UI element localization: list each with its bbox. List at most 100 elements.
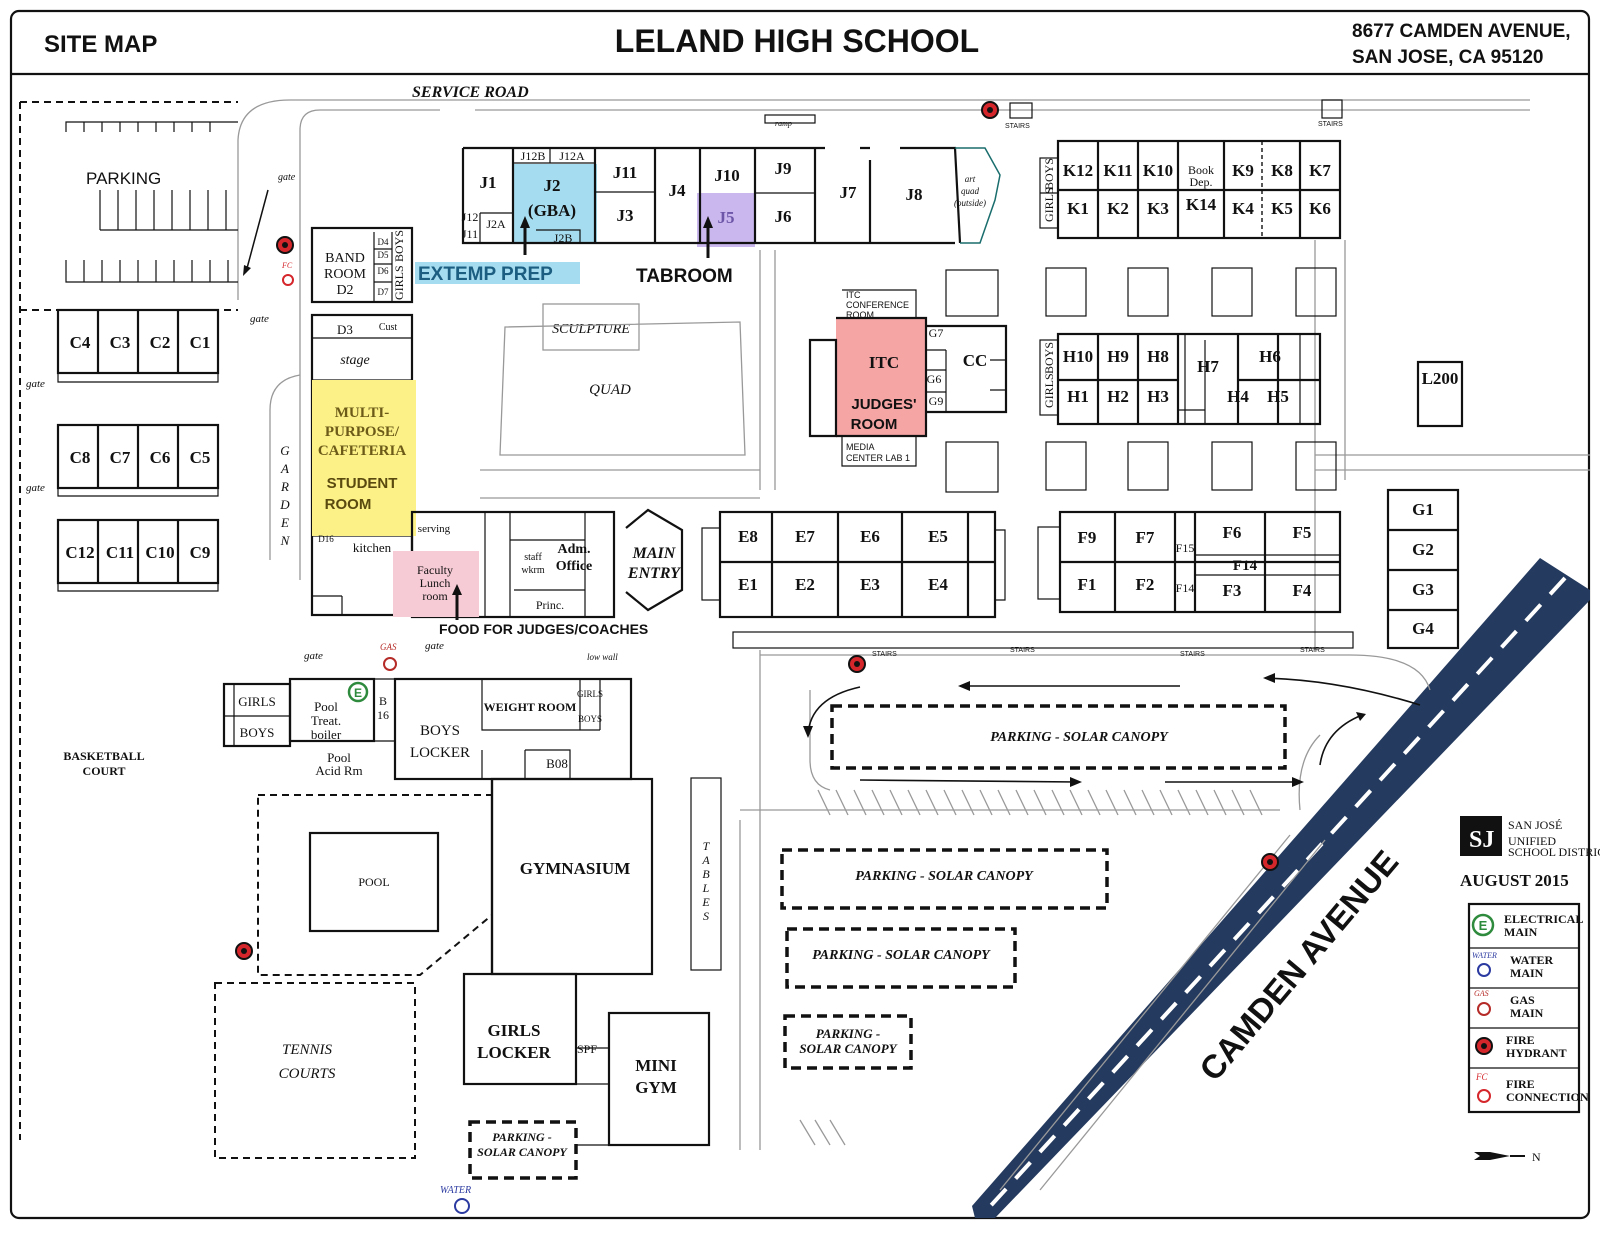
svg-text:N: N [280, 533, 291, 548]
svg-text:E1: E1 [738, 575, 758, 594]
parking-stalls [65, 121, 238, 283]
svg-text:G7: G7 [929, 326, 944, 340]
svg-text:E7: E7 [795, 527, 815, 546]
svg-text:FIRE: FIRE [1506, 1077, 1535, 1091]
tabroom-label: TABROOM [636, 266, 733, 287]
svg-text:F15: F15 [1176, 541, 1195, 555]
svg-text:K3: K3 [1147, 199, 1169, 218]
svg-text:Acid Rm: Acid Rm [315, 763, 362, 778]
svg-text:gate: gate [278, 172, 296, 183]
electrical-main-icon [347, 681, 369, 703]
svg-text:BOYS: BOYS [420, 723, 460, 739]
svg-text:C12: C12 [65, 543, 94, 562]
svg-text:BAND: BAND [325, 251, 365, 266]
svg-text:LOCKER: LOCKER [410, 745, 470, 761]
svg-text:wkrm: wkrm [521, 565, 545, 576]
svg-text:J12A: J12A [559, 149, 585, 163]
judges-room-highlight [836, 318, 926, 436]
svg-text:Book: Book [1188, 163, 1214, 177]
f-building [1037, 510, 1342, 614]
svg-text:COURT: COURT [83, 764, 126, 778]
svg-text:C6: C6 [150, 448, 171, 467]
svg-text:QUAD: QUAD [589, 382, 631, 398]
svg-text:K10: K10 [1143, 161, 1173, 180]
svg-text:SCHOOL DISTRICT: SCHOOL DISTRICT [1508, 845, 1600, 859]
svg-text:BASKETBALL: BASKETBALL [63, 749, 144, 763]
north-arrow-icon [1474, 1152, 1525, 1160]
svg-text:C3: C3 [110, 333, 131, 352]
svg-text:K1: K1 [1067, 199, 1089, 218]
fire-hydrants [235, 101, 1279, 960]
svg-text:COURTS: COURTS [279, 1066, 336, 1082]
svg-text:J3: J3 [617, 206, 634, 225]
svg-text:POOL: POOL [358, 875, 389, 889]
district-logo: SJ SAN JOSÉ UNIFIED SCHOOL DISTRICT [1460, 816, 1600, 859]
map-frame [9, 9, 1591, 1220]
svg-text:D: D [279, 497, 290, 512]
svg-text:STAIRS: STAIRS [1005, 123, 1030, 130]
svg-text:PARKING -: PARKING - [816, 1026, 880, 1041]
svg-text:K4: K4 [1232, 199, 1254, 218]
k-building [1039, 139, 1342, 240]
courtyard-squares [945, 267, 1337, 493]
svg-text:Treat.: Treat. [311, 713, 341, 728]
svg-text:STAIRS: STAIRS [1180, 651, 1205, 658]
main-entry [625, 508, 684, 612]
j2-highlight [513, 164, 597, 244]
svg-text:SJ: SJ [1469, 827, 1494, 853]
svg-text:K12: K12 [1063, 161, 1093, 180]
gas-main-icon [383, 657, 397, 671]
svg-text:J2B: J2B [554, 231, 573, 245]
svg-text:K11: K11 [1103, 161, 1132, 180]
svg-text:GYMNASIUM: GYMNASIUM [520, 859, 631, 878]
svg-text:low wall: low wall [587, 652, 618, 662]
svg-text:H10: H10 [1063, 347, 1093, 366]
svg-text:UNIFIED: UNIFIED [1508, 834, 1556, 848]
svg-text:L: L [702, 881, 710, 895]
svg-text:16: 16 [377, 708, 389, 722]
traffic-arrows [807, 677, 1421, 783]
cafeteria-label: MULTI- PURPOSE/ CAFETERIA STUDENT ROOM [318, 405, 407, 513]
svg-text:PARKING - SOLAR CANOPY: PARKING - SOLAR CANOPY [990, 730, 1169, 745]
svg-text:J11: J11 [462, 227, 478, 241]
svg-text:(outside): (outside) [954, 198, 986, 208]
svg-text:BOYS: BOYS [578, 714, 602, 724]
svg-text:ITC: ITC [869, 353, 899, 372]
svg-text:MULTI-: MULTI- [335, 405, 389, 421]
svg-text:J6: J6 [775, 207, 792, 226]
svg-text:BOYS: BOYS [1042, 158, 1056, 190]
svg-text:MAIN: MAIN [1510, 966, 1544, 980]
svg-text:WEIGHT ROOM: WEIGHT ROOM [484, 700, 577, 714]
svg-text:Office: Office [556, 559, 593, 574]
j-building [461, 146, 1001, 245]
svg-text:WATER: WATER [440, 1185, 471, 1196]
svg-text:Pool: Pool [314, 699, 338, 714]
svg-text:F6: F6 [1223, 523, 1242, 542]
svg-text:N: N [1532, 1150, 1541, 1164]
svg-text:D4: D4 [378, 237, 389, 247]
svg-text:FC: FC [1475, 1072, 1488, 1082]
svg-text:F7: F7 [1136, 528, 1155, 547]
svg-text:ROOM: ROOM [324, 267, 367, 282]
svg-text:B: B [379, 694, 387, 708]
svg-text:serving: serving [418, 523, 451, 535]
svg-text:MAIN: MAIN [632, 545, 677, 562]
svg-text:K9: K9 [1232, 161, 1254, 180]
svg-text:C5: C5 [190, 448, 211, 467]
svg-text:J10: J10 [714, 166, 740, 185]
svg-text:D6: D6 [378, 266, 389, 276]
svg-text:J5: J5 [718, 208, 735, 227]
cafeteria-highlight [312, 380, 416, 536]
road-stripes [799, 789, 1326, 1191]
h-building [1039, 332, 1322, 426]
svg-text:gate: gate [250, 313, 269, 325]
svg-text:ENTRY: ENTRY [627, 565, 681, 582]
boys-locker-building [222, 677, 633, 781]
svg-text:D3: D3 [337, 322, 353, 337]
svg-text:J7: J7 [840, 183, 858, 202]
svg-text:J11: J11 [613, 163, 638, 182]
g-building [1386, 488, 1460, 650]
